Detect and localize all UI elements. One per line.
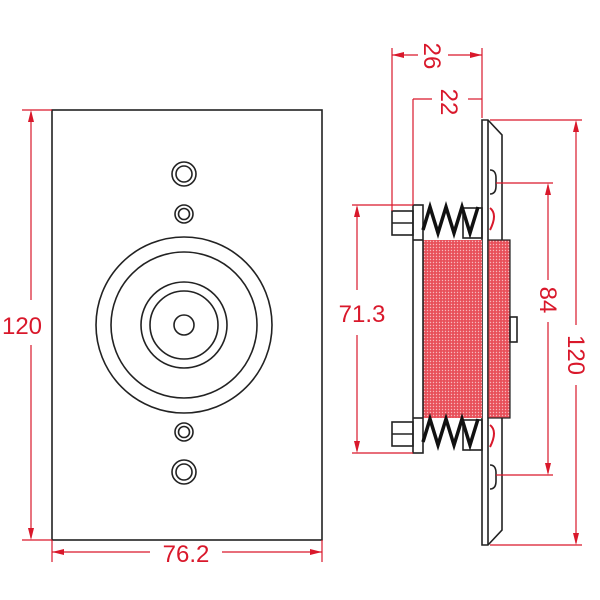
magnet-body bbox=[423, 240, 482, 418]
dimension-bolt-spacing: 71.3 bbox=[339, 204, 413, 454]
hole-spacing-label: 84 bbox=[534, 287, 561, 314]
dimension-overall-depth: 26 bbox=[391, 43, 483, 211]
front-height-label: 120 bbox=[2, 313, 42, 340]
armature-face bbox=[487, 239, 511, 419]
tab bbox=[509, 316, 518, 343]
faceplate-outline bbox=[51, 109, 323, 541]
armature-plate bbox=[412, 204, 424, 454]
overall-depth-label: 26 bbox=[418, 43, 445, 70]
plate-height-label: 120 bbox=[562, 335, 589, 375]
front-width-label: 76.2 bbox=[163, 541, 210, 568]
dimension-hole-spacing: 84 bbox=[496, 182, 561, 476]
body-depth-label: 22 bbox=[435, 89, 462, 116]
front-view: 120 76.2 bbox=[2, 109, 323, 568]
side-view: 26 22 71.3 84 bbox=[339, 43, 589, 546]
dimension-plate-height: 120 bbox=[490, 119, 589, 546]
dimension-height-front: 120 bbox=[2, 109, 52, 541]
mounting-holes bbox=[171, 161, 197, 485]
bolt-spacing-label: 71.3 bbox=[339, 301, 386, 328]
magnet-circle bbox=[95, 236, 273, 414]
dimension-body-depth: 22 bbox=[412, 89, 482, 205]
bolts bbox=[391, 207, 483, 451]
springs bbox=[421, 201, 480, 451]
dimension-width-front: 76.2 bbox=[51, 540, 323, 568]
